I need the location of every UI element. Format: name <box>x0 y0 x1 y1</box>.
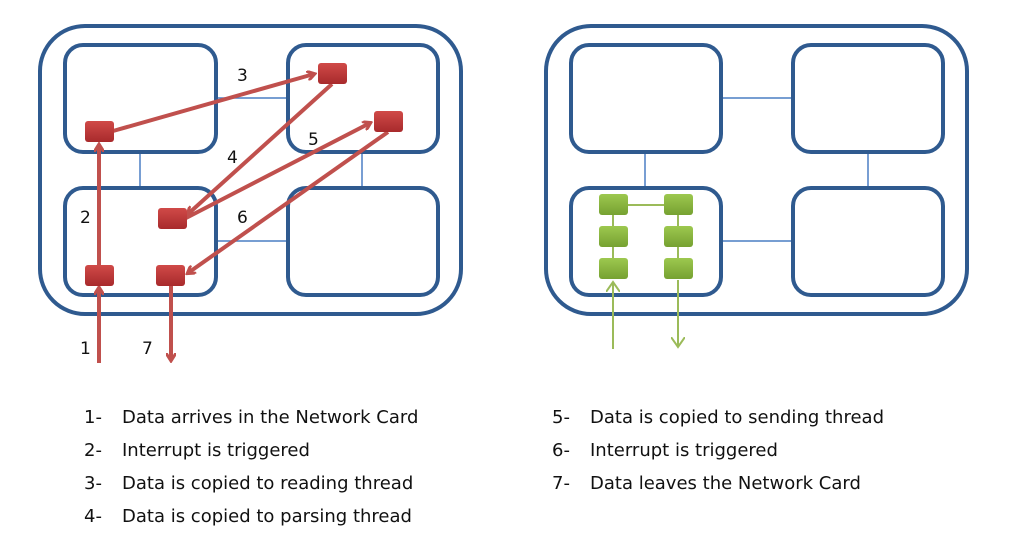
nic-block-in <box>85 265 114 286</box>
legend-text: Interrupt is triggered <box>590 440 778 461</box>
legend-num: 6- <box>552 440 570 461</box>
arrow-step-3 <box>112 74 314 133</box>
legend-item: 2- Interrupt is triggered <box>84 434 418 467</box>
step-label-6: 6 <box>237 208 248 228</box>
left-diagram: 1 2 3 4 5 6 7 <box>38 24 463 363</box>
legend-num: 2- <box>84 440 102 461</box>
legend-left: 1- Data arrives in the Network Card 2- Int… <box>84 401 418 533</box>
right-cpu-top-left <box>569 43 723 154</box>
arrow-step-6 <box>188 130 390 273</box>
legend-text: Data is copied to reading thread <box>122 473 414 494</box>
legend-item: 6- Interrupt is triggered <box>552 434 884 467</box>
legend-text: Data leaves the Network Card <box>590 473 861 494</box>
legend-num: 1- <box>84 407 102 428</box>
legend-num: 5- <box>552 407 570 428</box>
right-cpu-top-right <box>791 43 945 154</box>
left-cpu-bottom-right <box>286 186 440 297</box>
legend-item: 4- Data is copied to parsing thread <box>84 500 418 533</box>
legend-num: 4- <box>84 506 102 527</box>
nic-block-out <box>156 265 185 286</box>
green-block-right-1 <box>664 194 693 215</box>
legend-item: 7- Data leaves the Network Card <box>552 467 884 500</box>
arrow-step-5 <box>185 123 370 220</box>
green-block-left-2 <box>599 226 628 247</box>
thread-block-parsing <box>158 208 187 229</box>
legend-num: 3- <box>84 473 102 494</box>
nic-block-top-left <box>85 121 114 142</box>
legend-item: 3- Data is copied to reading thread <box>84 467 418 500</box>
arrow-step-4 <box>188 82 334 214</box>
left-outer-board <box>38 24 463 316</box>
legend-text: Data is copied to sending thread <box>590 407 884 428</box>
legend-num: 7- <box>552 473 570 494</box>
legend-text: Data is copied to parsing thread <box>122 506 412 527</box>
legend-item: 5- Data is copied to sending thread <box>552 401 884 434</box>
thread-block-reading <box>318 63 347 84</box>
green-block-left-3 <box>599 258 628 279</box>
green-block-left-1 <box>599 194 628 215</box>
step-label-2: 2 <box>80 208 91 228</box>
legend-right: 5- Data is copied to sending thread 6- Int… <box>552 401 884 500</box>
legend-text: Data arrives in the Network Card <box>122 407 419 428</box>
thread-block-sending <box>374 111 403 132</box>
right-cpu-bottom-right <box>791 186 945 297</box>
step-label-7: 7 <box>142 339 153 359</box>
step-label-4: 4 <box>227 148 238 168</box>
right-outer-board <box>544 24 969 316</box>
step-label-3: 3 <box>237 66 248 86</box>
right-diagram <box>544 24 969 349</box>
green-block-right-3 <box>664 258 693 279</box>
step-label-1: 1 <box>80 339 91 359</box>
step-label-5: 5 <box>308 130 319 150</box>
legend-item: 1- Data arrives in the Network Card <box>84 401 418 434</box>
legend-text: Interrupt is triggered <box>122 440 310 461</box>
green-block-right-2 <box>664 226 693 247</box>
